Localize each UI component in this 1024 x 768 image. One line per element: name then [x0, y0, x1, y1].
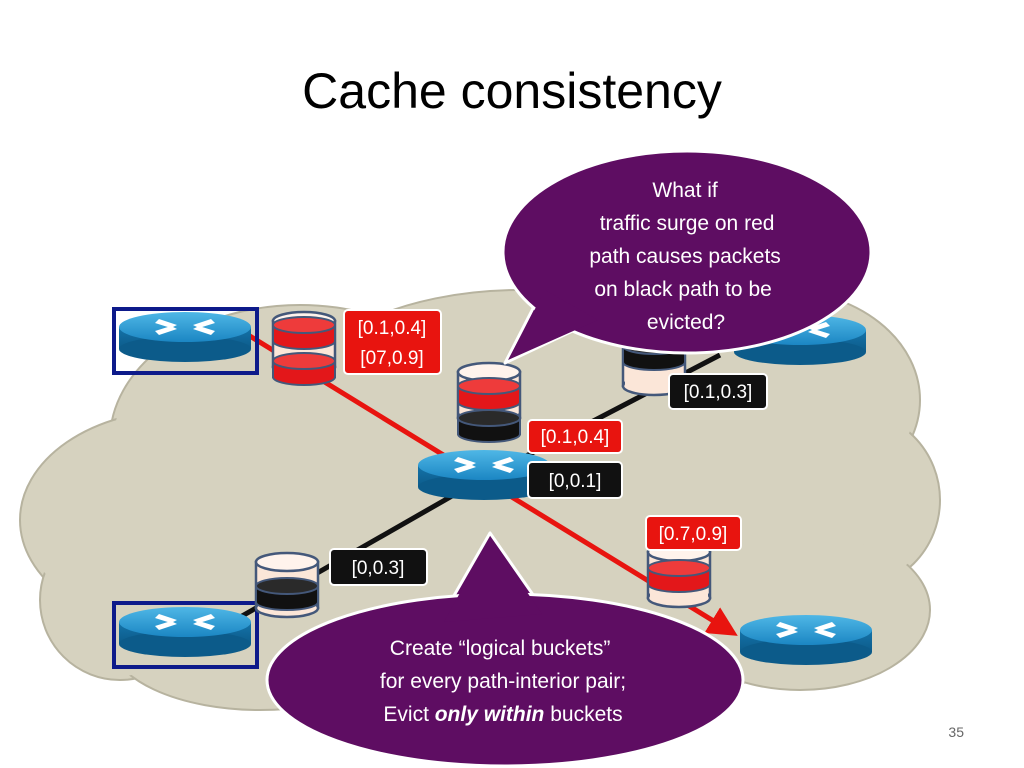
svg-text:[0,0.3]: [0,0.3]	[352, 558, 405, 579]
label-center-red: [0.1,0.4]	[527, 419, 623, 454]
slide-title: Cache consistency	[302, 63, 722, 119]
label-top-left-red-1: [0.1,0.4]	[358, 318, 427, 339]
callout-bottom: Create “logical buckets” for every path-…	[265, 531, 745, 768]
svg-text:What if traffic surge on: What if traffic surge on red path causes…	[589, 179, 786, 334]
callout-bottom-line-3-suffix: buckets	[544, 703, 622, 726]
callout-top-line-1: What if	[652, 179, 718, 202]
svg-text:[0.1,0.4]: [0.1,0.4]	[541, 427, 610, 448]
callout-bottom-line-2: for every path-interior pair;	[380, 670, 626, 693]
callout-top-line-4: on black path to be	[594, 278, 771, 301]
callout-top-line-3: path causes packets	[589, 245, 780, 268]
cache-bottom-right	[646, 541, 712, 609]
cache-bottom-left	[254, 551, 320, 619]
callout-top: What if traffic surge on red path causes…	[501, 149, 873, 365]
svg-text:Create “logical buckets”: Create “logical buckets” for every path-…	[380, 637, 626, 693]
svg-text:[0,0.1]: [0,0.1]	[549, 471, 602, 492]
callout-top-line-2: traffic surge on red	[600, 212, 775, 235]
label-bottom-right-red: [0.7,0.9]	[645, 515, 742, 551]
label-top-left-red: [0.1,0.4] [07,0.9]	[343, 309, 442, 375]
callout-bottom-line-3-emph: only within	[435, 703, 545, 726]
cache-top-left	[271, 310, 337, 386]
svg-text:[0.7,0.9]: [0.7,0.9]	[659, 524, 728, 545]
router-bottom-left	[112, 601, 259, 669]
label-top-left-red-2: [07,0.9]	[360, 348, 423, 369]
page-number: 35	[948, 724, 964, 740]
highlight-box-top-left	[112, 307, 259, 375]
label-center-black: [0,0.1]	[527, 461, 623, 499]
label-top-right-black: [0.1,0.3]	[668, 373, 768, 410]
callout-top-line-5: evicted?	[647, 311, 725, 334]
cache-center	[456, 361, 522, 443]
highlight-box-bottom-left	[112, 601, 259, 669]
svg-text:Evict only within buckets: Evict only within buckets	[383, 703, 622, 726]
router-top-left	[112, 307, 259, 375]
router-bottom-right	[740, 615, 872, 665]
label-bottom-left-black: [0,0.3]	[329, 548, 428, 586]
svg-text:[0.1,0.3]: [0.1,0.3]	[684, 382, 753, 403]
callout-bottom-line-3-prefix: Evict	[383, 703, 434, 726]
callout-bottom-line-1: Create “logical buckets”	[390, 637, 611, 660]
